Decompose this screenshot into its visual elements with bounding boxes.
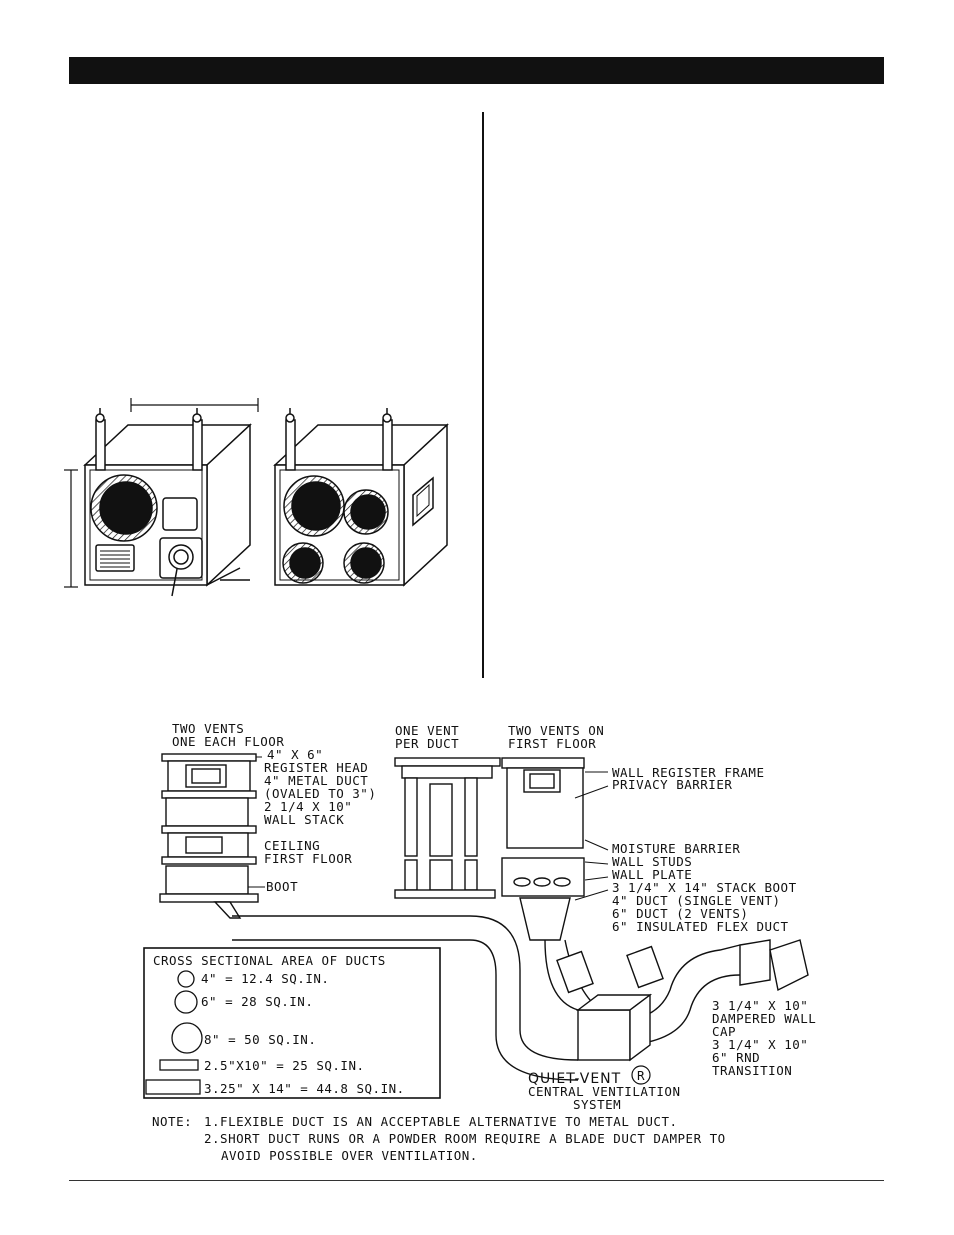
label-one-each-floor: ONE EACH FLOOR <box>172 734 284 749</box>
note-line-2: 2.SHORT DUCT RUNS OR A POWDER ROOM REQUI… <box>204 1131 726 1146</box>
right-callouts: WALL REGISTER FRAME PRIVACY BARRIER MOIS… <box>574 765 797 934</box>
label-first-floor-group: FIRST FLOOR <box>508 736 596 751</box>
note-line-3: AVOID POSSIBLE OVER VENTILATION. <box>221 1148 478 1163</box>
callout-stack-size: 2 1/4 X 10" <box>264 799 352 814</box>
dimension-width-marker <box>130 398 259 412</box>
label-transition-rnd: 6" RND <box>712 1050 760 1065</box>
product-name: QUIET-VENT <box>528 1071 621 1087</box>
left-callouts: 4" X 6" REGISTER HEAD 4" METAL DUCT (OVA… <box>248 747 376 894</box>
callout-privacy-barrier: PRIVACY BARRIER <box>612 777 732 792</box>
callout-first-floor: FIRST FLOOR <box>264 851 352 866</box>
product-subtitle-line1: CENTRAL VENTILATION <box>528 1084 681 1099</box>
callout-wall-studs: WALL STUDS <box>612 854 692 869</box>
label-per-duct: PER DUCT <box>395 736 459 751</box>
callout-ovaled: (OVALED TO 3") <box>264 786 376 801</box>
cross-section-table: CROSS SECTIONAL AREA OF DUCTS 4" = 12.4 … <box>143 947 441 1099</box>
callout-wall-plate: WALL PLATE <box>612 867 692 882</box>
callout-flex-duct: 6" INSULATED FLEX DUCT <box>612 919 789 934</box>
ventilation-unit-single-port <box>83 408 252 597</box>
cross-section-row-6in: 6" = 28 SQ.IN. <box>201 994 313 1009</box>
label-two-vents: TWO VENTS <box>172 721 244 736</box>
label-transition-size: 3 1/4" X 10" <box>712 1037 808 1052</box>
callout-duct-single: 4" DUCT (SINGLE VENT) <box>612 893 781 908</box>
note-line-1: 1.FLEXIBLE DUCT IS AN ACCEPTABLE ALTERNA… <box>204 1114 678 1129</box>
cross-section-row-rect2: 3.25" X 14" = 44.8 SQ.IN. <box>204 1081 405 1096</box>
callout-wall-register-frame: WALL REGISTER FRAME <box>612 765 765 780</box>
callout-wall-stack: WALL STACK <box>264 812 344 827</box>
callout-ceiling: CEILING <box>264 838 320 853</box>
cross-section-title: CROSS SECTIONAL AREA OF DUCTS <box>153 953 386 968</box>
central-ventilation-unit <box>556 945 664 1062</box>
left-stack-assembly <box>159 753 259 919</box>
callout-moisture-barrier: MOISTURE BARRIER <box>612 841 740 856</box>
callout-stack-boot: 3 1/4" X 14" STACK BOOT <box>612 880 797 895</box>
label-two-vents-on: TWO VENTS ON <box>508 723 604 738</box>
note-prefix: NOTE: <box>152 1114 192 1129</box>
registered-mark: R <box>637 1068 645 1083</box>
cross-section-row-4in: 4" = 12.4 SQ.IN. <box>201 971 329 986</box>
label-wall-cap-cap: CAP <box>712 1024 736 1039</box>
dampered-wall-cap <box>739 939 809 992</box>
label-wall-cap-dampered: DAMPERED WALL <box>712 1011 816 1026</box>
callout-duct-two: 6" DUCT (2 VENTS) <box>612 906 748 921</box>
label-wall-cap-size: 3 1/4" X 10" <box>712 998 808 1013</box>
cross-section-row-rect1: 2.5"X10" = 25 SQ.IN. <box>204 1058 365 1073</box>
label-one-vent: ONE VENT <box>395 723 459 738</box>
footer-rule <box>69 1180 884 1181</box>
center-stack-assembly <box>394 757 501 899</box>
column-divider <box>482 112 484 678</box>
section-header-bar <box>69 57 884 84</box>
cross-section-row-8in: 8" = 50 SQ.IN. <box>204 1032 316 1047</box>
label-transition: TRANSITION <box>712 1063 792 1078</box>
callout-register-head: REGISTER HEAD <box>264 760 368 775</box>
callout-register-size: 4" X 6" <box>267 747 323 762</box>
dimension-height-marker <box>64 469 78 588</box>
ventilation-unit-four-port <box>273 408 449 587</box>
product-subtitle-line2: SYSTEM <box>573 1097 621 1112</box>
callout-metal-duct: 4" METAL DUCT <box>264 773 368 788</box>
callout-boot: BOOT <box>266 879 298 894</box>
right-stack-assembly <box>501 757 585 941</box>
notes: NOTE: 1.FLEXIBLE DUCT IS AN ACCEPTABLE A… <box>152 1114 726 1163</box>
